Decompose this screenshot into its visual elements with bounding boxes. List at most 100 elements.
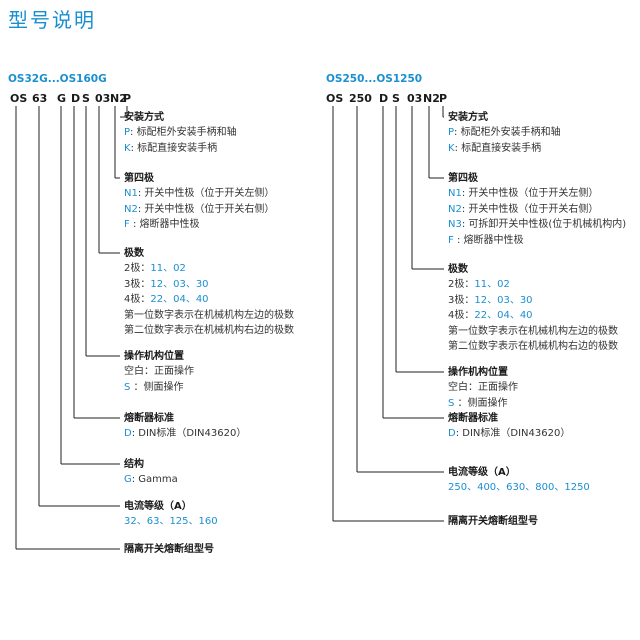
left-section-item: N2: 开关中性极（位于开关右侧）	[124, 202, 274, 217]
right-section-item: N2: 开关中性极（位于开关右侧）	[448, 202, 626, 217]
left-connector-lines	[15, 106, 128, 550]
option-code: K	[448, 142, 455, 154]
item-label: 第二位数字表示在机械机构右边的极数	[448, 341, 618, 353]
item-label: 空白：正面操作	[448, 382, 518, 394]
left-section-item: 3极：12、03、30	[124, 277, 294, 292]
left-code-segment: G	[57, 92, 67, 105]
item-label: 第一位数字表示在机械机构左边的极数	[124, 309, 294, 321]
right-section-item: N3: 可拆卸开关中性极(位于机械机构内)	[448, 217, 626, 232]
option-code: S	[124, 381, 131, 393]
item-label: 第二位数字表示在机械机构右边的极数	[124, 325, 294, 337]
right-section-item: F : 熔断器中性极	[448, 233, 626, 248]
right-section: 电流等级（A） 250、400、630、800、1250	[448, 465, 590, 496]
right-section-item: 4极：22、04、40	[448, 308, 618, 323]
left-code-segment: 03	[95, 92, 111, 105]
option-code: K	[124, 142, 131, 154]
left-section-item: 第二位数字表示在机械机构右边的极数	[124, 323, 294, 338]
right-code-segment: OS	[326, 92, 344, 105]
left-section-heading: 极数	[124, 248, 144, 259]
option-description: : 可拆卸开关中性极(位于机械机构内)	[461, 219, 627, 231]
left-code-segment: N2	[110, 92, 127, 105]
option-description: ：侧面操作	[454, 397, 508, 409]
option-description: : 开关中性极（位于开关右侧）	[137, 203, 275, 215]
left-section-item: 空白：正面操作	[124, 364, 194, 379]
item-value: 11、02	[474, 279, 510, 291]
right-code-segment: 250	[349, 92, 372, 105]
item-value: 32、63、125、160	[124, 516, 218, 528]
item-label: 2极：	[124, 263, 151, 275]
left-section-item: 4极：22、04、40	[124, 292, 294, 307]
option-code: F	[124, 219, 130, 231]
option-code: N1	[124, 188, 138, 200]
right-code-segment: P	[439, 92, 448, 105]
left-section-item: G: Gamma	[124, 472, 178, 487]
right-section-item: S ：侧面操作	[448, 396, 518, 411]
option-code: N2	[124, 203, 138, 215]
option-code: D	[124, 428, 132, 440]
right-section-item: 2极：11、02	[448, 277, 618, 292]
right-section-heading: 安装方式	[448, 112, 488, 123]
item-label: 第一位数字表示在机械机构左边的极数	[448, 325, 618, 337]
left-section-heading: 电流等级（A）	[124, 501, 192, 512]
left-section: 结构 G: Gamma	[124, 457, 178, 488]
option-code: D	[448, 428, 456, 440]
left-section-item: P: 标配柜外安装手柄和轴	[124, 125, 237, 140]
option-description: : 开关中性极（位于开关右侧）	[461, 203, 599, 215]
right-section-item: 3极：12、03、30	[448, 293, 618, 308]
right-section-item: 空白：正面操作	[448, 380, 518, 395]
option-description: : DIN标准（DIN43620）	[455, 428, 571, 440]
item-label: 2极：	[448, 279, 475, 291]
option-description: : DIN标准（DIN43620）	[131, 428, 247, 440]
left-section-item: 32、63、125、160	[124, 514, 218, 529]
left-section: 熔断器标准 D: DIN标准（DIN43620）	[124, 411, 246, 442]
right-section: 熔断器标准 D: DIN标准（DIN43620）	[448, 411, 570, 442]
option-code: G	[124, 474, 132, 486]
right-section-heading: 熔断器标准	[448, 413, 498, 424]
option-description: : 熔断器中性极	[453, 234, 524, 246]
right-section-heading: 电流等级（A）	[448, 467, 516, 478]
right-section: 隔离开关熔断组型号	[448, 514, 538, 529]
left-section-item: S ：侧面操作	[124, 380, 194, 395]
right-connector-lines	[332, 106, 444, 522]
item-value: 22、04、40	[474, 310, 533, 322]
item-value: 12、03、30	[474, 294, 533, 306]
option-description: : 标配直接安装手柄	[130, 142, 218, 154]
right-section-item: 第一位数字表示在机械机构左边的极数	[448, 324, 618, 339]
item-value: 250、400、630、800、1250	[448, 482, 590, 494]
option-description: : 开关中性极（位于开关左侧）	[461, 188, 599, 200]
option-code: P	[448, 127, 455, 139]
right-series-title: OS250...OS1250	[326, 73, 423, 85]
option-description: : 标配柜外安装手柄和轴	[454, 127, 561, 139]
option-description: : Gamma	[131, 474, 178, 486]
option-code: N3	[448, 219, 462, 231]
right-section-item: 第二位数字表示在机械机构右边的极数	[448, 339, 618, 354]
right-code-segment: D	[379, 92, 389, 105]
left-section-item: 2极：11、02	[124, 261, 294, 276]
right-section-heading: 操作机构位置	[448, 367, 508, 378]
right-section-item: N1: 开关中性极（位于开关左侧）	[448, 186, 626, 201]
right-section-item: P: 标配柜外安装手柄和轴	[448, 125, 561, 140]
right-section-item: 250、400、630、800、1250	[448, 480, 590, 495]
right-code-segment: N2	[423, 92, 440, 105]
option-code: N2	[448, 203, 462, 215]
option-description: : 标配柜外安装手柄和轴	[130, 127, 237, 139]
right-section-heading: 隔离开关熔断组型号	[448, 516, 538, 527]
left-code-segment: D	[71, 92, 81, 105]
left-code-segment: S	[82, 92, 90, 105]
right-section-item: K: 标配直接安装手柄	[448, 141, 561, 156]
left-section: 隔离开关熔断组型号	[124, 542, 214, 557]
option-code: S	[448, 397, 455, 409]
left-section-heading: 熔断器标准	[124, 413, 174, 424]
left-section-heading: 结构	[124, 459, 144, 470]
option-description: ：侧面操作	[130, 381, 184, 393]
option-code: N1	[448, 188, 462, 200]
right-section: 操作机构位置空白：正面操作 S ：侧面操作	[448, 365, 518, 411]
left-section-item: N1: 开关中性极（位于开关左侧）	[124, 186, 274, 201]
